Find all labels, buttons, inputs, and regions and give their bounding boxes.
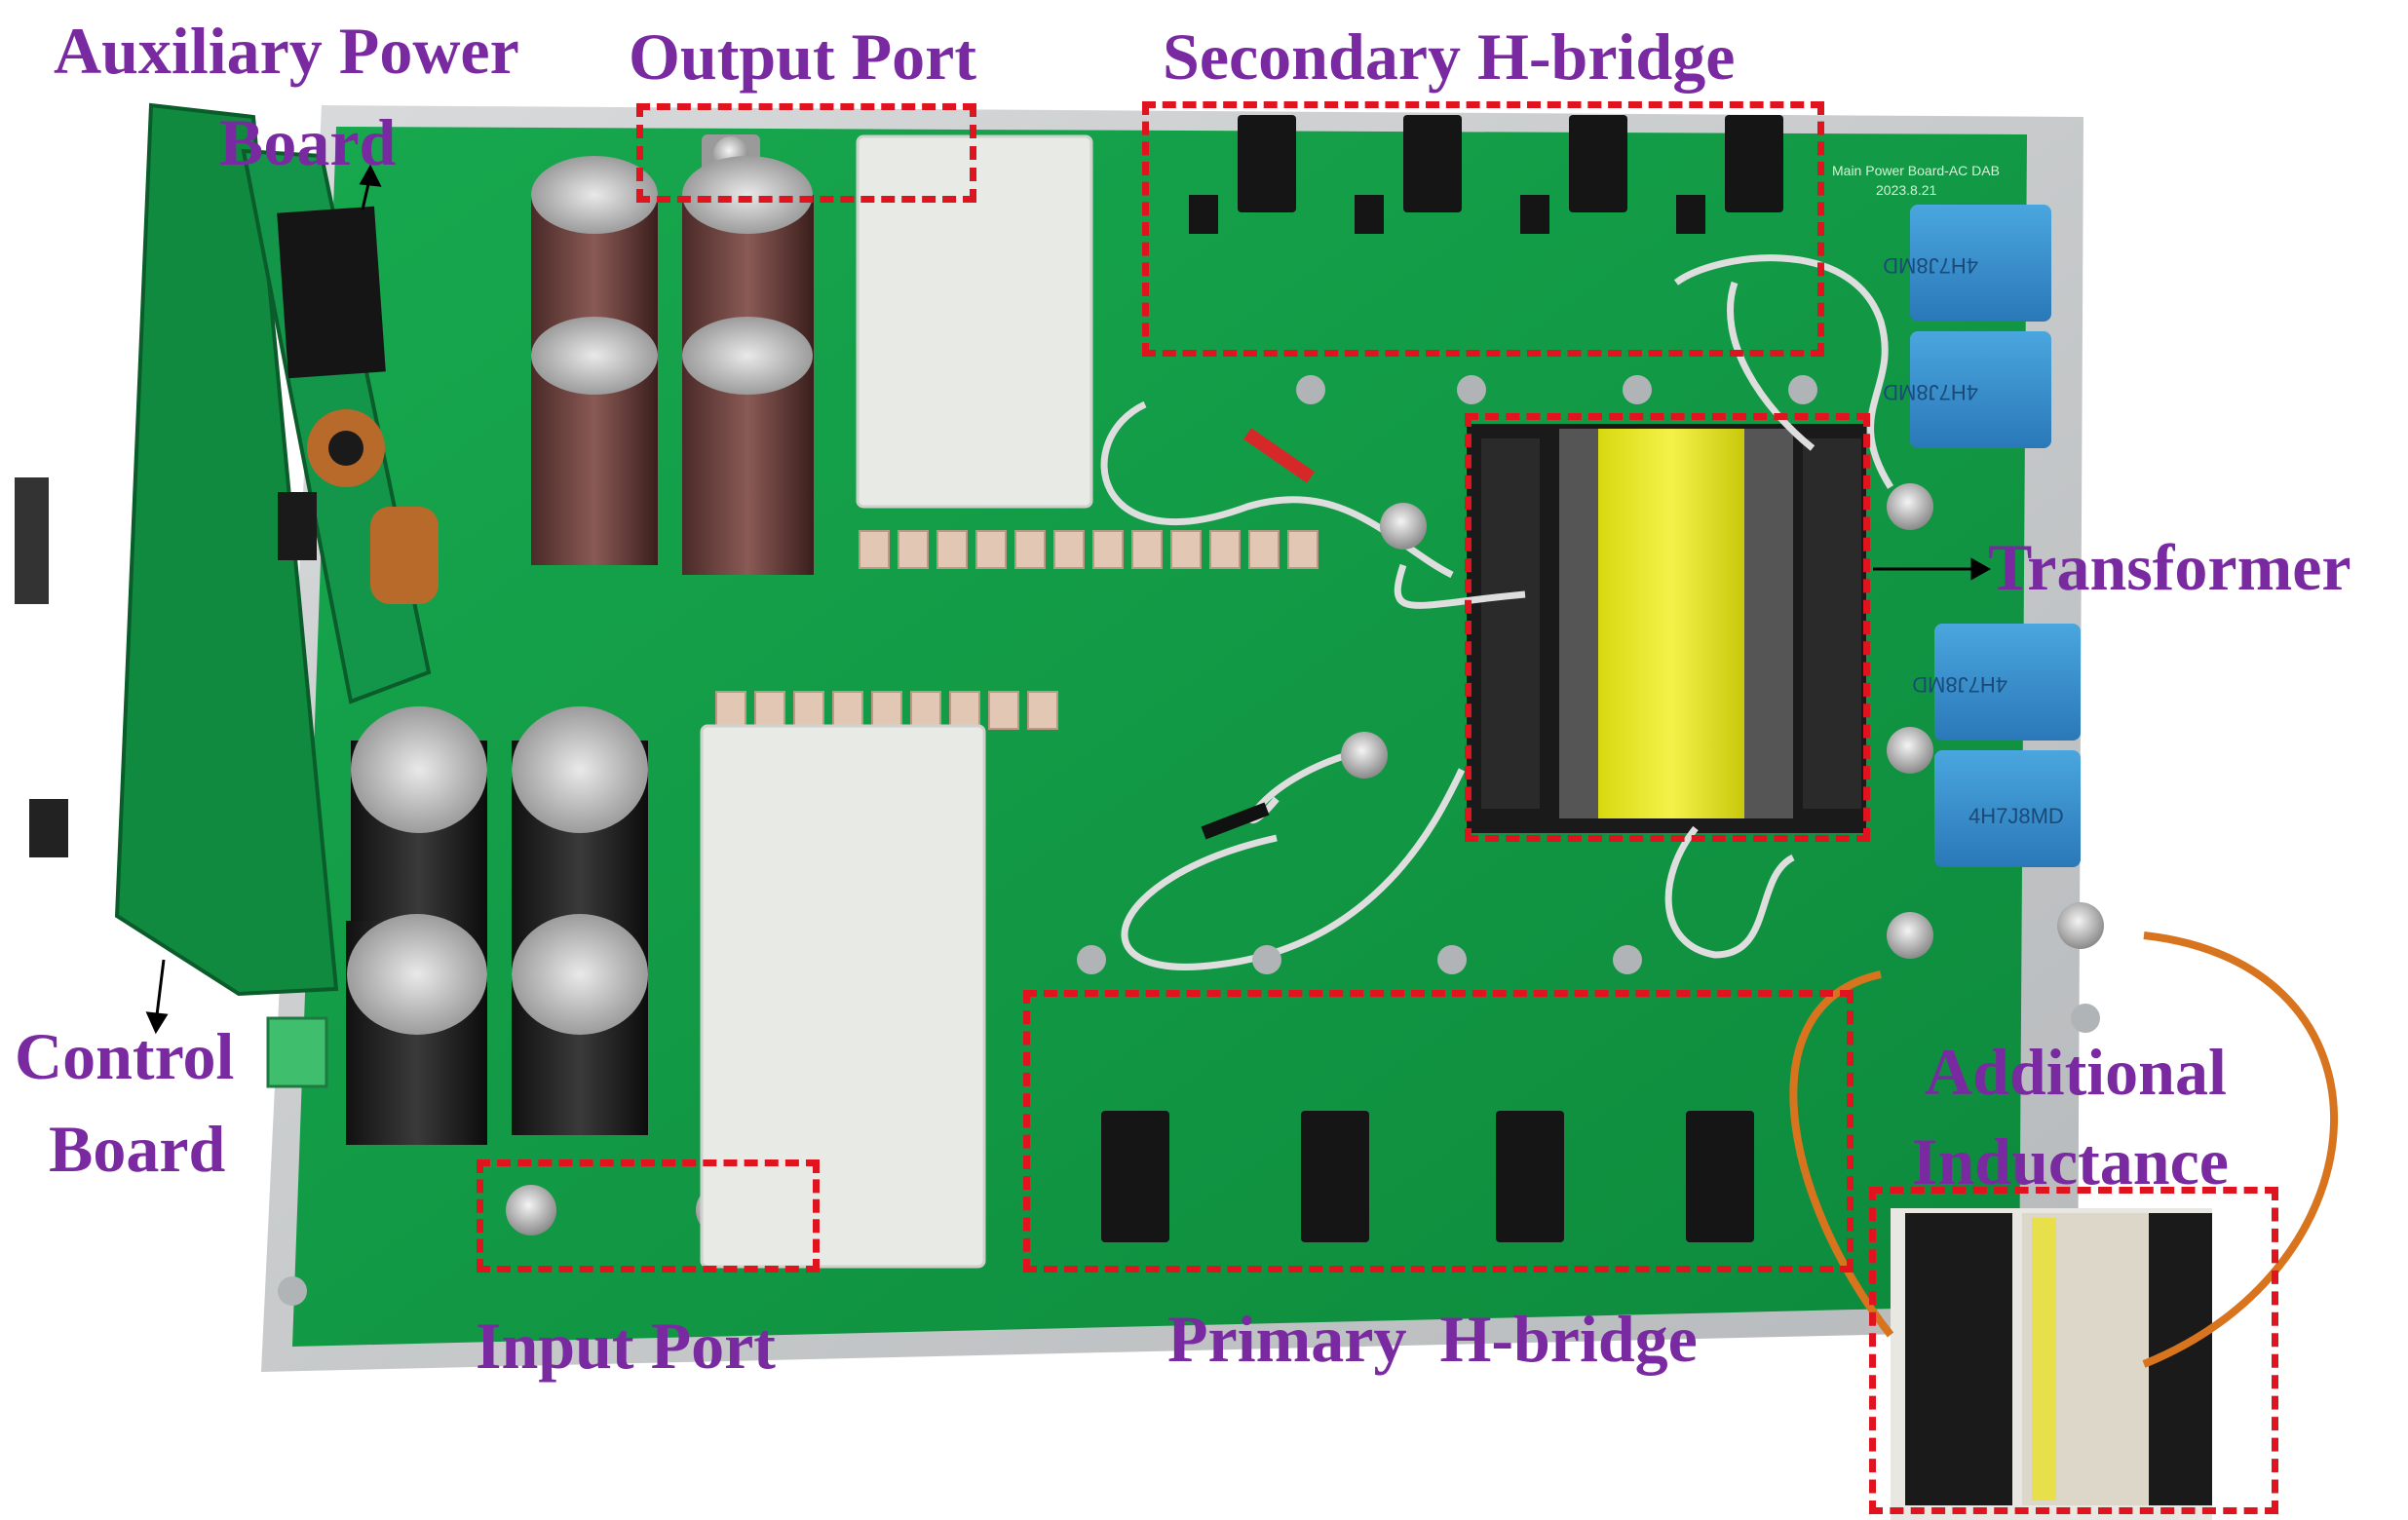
board-date-silkscreen: 2023.8.21 bbox=[1876, 182, 1936, 198]
primary-mosfets bbox=[1101, 1111, 1754, 1242]
blue-film-capacitors: 4H7J8MD 4H7J8MD 4H7J8MD 4H7J8MD bbox=[1883, 205, 2081, 867]
black-sleeve bbox=[1201, 802, 1270, 840]
pin-header bbox=[15, 477, 49, 604]
label-input-port: Input Port bbox=[476, 1309, 776, 1383]
svg-text:4H7J8MD: 4H7J8MD bbox=[1912, 672, 2007, 697]
label-secondary-h-bridge: Secondary H-bridge bbox=[1163, 19, 1736, 94]
smd-capacitor-row-top bbox=[859, 530, 1319, 569]
label-output-port: Output Port bbox=[629, 19, 976, 94]
label-primary-h-bridge: Primary H-bridge bbox=[1167, 1302, 1698, 1376]
svg-text:4H7J8MD: 4H7J8MD bbox=[1883, 253, 1978, 278]
secondary-mosfets bbox=[1189, 115, 1783, 234]
main-transformer bbox=[1467, 424, 1866, 833]
input-capacitors bbox=[346, 706, 648, 1145]
smd-capacitor-row-middle bbox=[715, 691, 1058, 730]
input-port-box bbox=[477, 1159, 820, 1273]
label-auxiliary-power-board-line1: Auxiliary Power bbox=[54, 14, 519, 88]
mounting-screws bbox=[278, 375, 2100, 1306]
transformer-box bbox=[1465, 413, 1870, 842]
svg-text:4H7J8MD: 4H7J8MD bbox=[1883, 380, 1978, 404]
green-terminal-block bbox=[266, 1016, 328, 1088]
label-additional-inductance-line2: Inductance bbox=[1912, 1124, 2229, 1198]
label-auxiliary-power-board-line2: Board bbox=[219, 105, 397, 179]
secondary-h-bridge-box bbox=[1142, 101, 1824, 357]
control-board bbox=[114, 102, 339, 997]
label-control-board-line2: Board bbox=[49, 1112, 226, 1186]
label-transformer: Transformer bbox=[1988, 530, 2351, 604]
primary-h-bridge-box bbox=[1023, 990, 1854, 1273]
board-title-silkscreen: Main Power Board-AC DAB bbox=[1832, 163, 2000, 178]
red-sleeve bbox=[1243, 428, 1315, 483]
svg-text:4H7J8MD: 4H7J8MD bbox=[1968, 804, 2064, 828]
output-port-box bbox=[636, 103, 976, 203]
output-capacitors bbox=[531, 156, 814, 575]
additional-inductor bbox=[1891, 1208, 2212, 1520]
label-additional-inductance-line1: Additional bbox=[1925, 1035, 2227, 1109]
white-relay-bottom bbox=[700, 724, 986, 1269]
label-control-board-line1: Control bbox=[15, 1019, 235, 1093]
additional-inductance-box bbox=[1869, 1187, 2278, 1514]
